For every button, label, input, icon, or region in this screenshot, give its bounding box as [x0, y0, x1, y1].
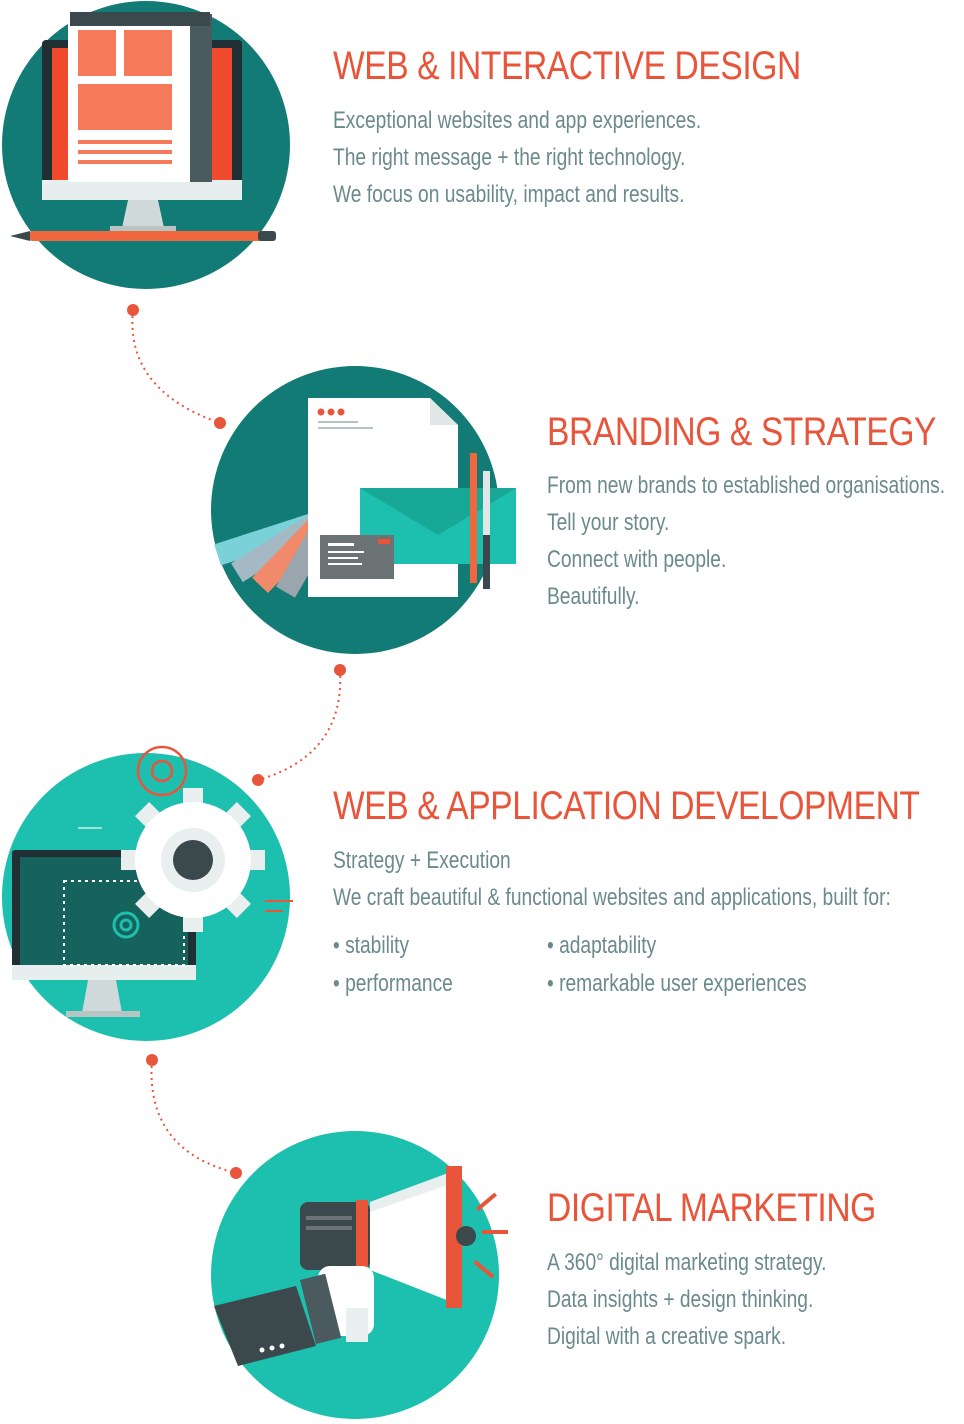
megaphone-icon [211, 1131, 508, 1419]
section-line: The right message + the right technology… [333, 144, 686, 171]
section-line: Digital with a creative spark. [547, 1323, 787, 1350]
section-line: Exceptional websites and app experiences… [333, 107, 702, 134]
bullet-item: remarkable user experiences [547, 969, 807, 999]
section-heading: DIGITAL MARKETING [547, 1186, 876, 1230]
monitor-wireframe-icon [2, 1, 290, 289]
section-line: We craft beautiful & functional websites… [333, 884, 891, 911]
section-heading: WEB & APPLICATION DEVELOPMENT [333, 784, 920, 828]
section-line: Tell your story. [547, 509, 670, 536]
section-line: Strategy + Execution [333, 847, 511, 874]
section-heading: WEB & INTERACTIVE DESIGN [333, 44, 801, 88]
section-line: Beautifully. [547, 583, 640, 610]
section-line: We focus on usability, impact and result… [333, 181, 685, 208]
bullet-item: stability [333, 931, 409, 961]
section-line: A 360° digital marketing strategy. [547, 1249, 827, 1276]
monitor-gears-icon [2, 745, 293, 1041]
section-line: From new brands to established organisat… [547, 472, 946, 499]
section-heading: BRANDING & STRATEGY [547, 410, 937, 454]
section-line: Connect with people. [547, 546, 727, 573]
bullet-item: performance [333, 969, 453, 999]
section-line: Data insights + design thinking. [547, 1286, 814, 1313]
stationery-swatch-icon [211, 366, 516, 654]
bullet-item: adaptability [547, 931, 656, 961]
